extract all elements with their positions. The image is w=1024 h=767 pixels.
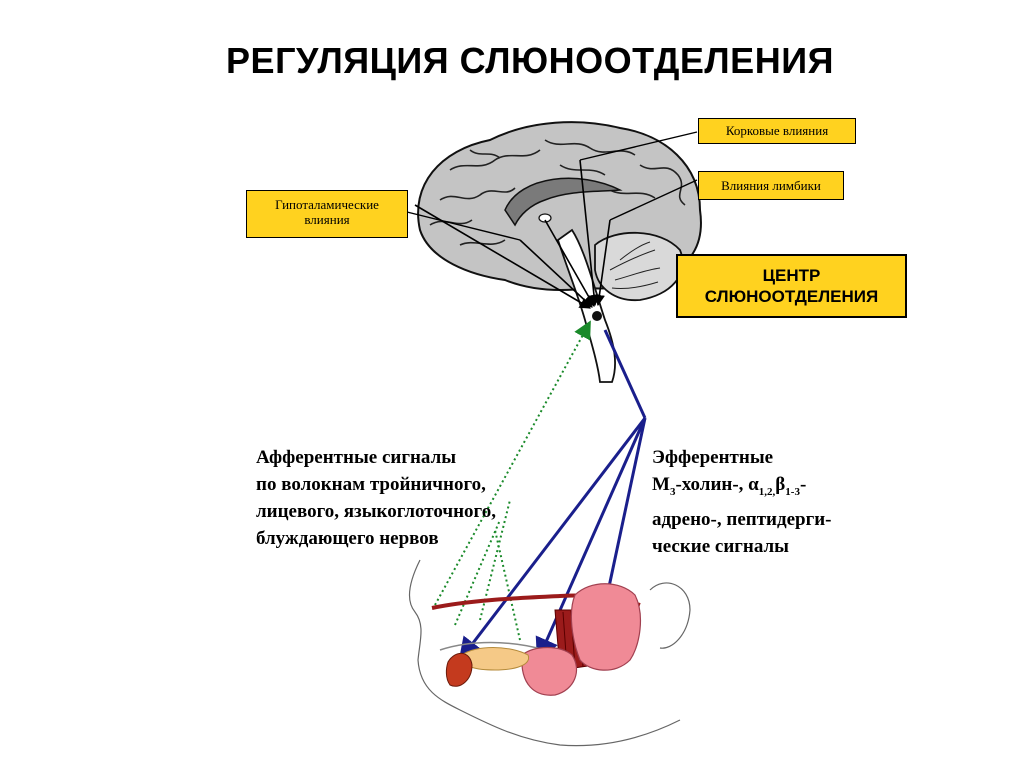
afferent-line-2: по волокнам тройничного, [256,471,496,498]
afferent-line-4: блуждающего нервов [256,525,496,552]
salivation-center-box: ЦЕНТР СЛЮНООТДЕЛЕНИЯ [676,254,907,318]
parotid-gland [571,584,640,670]
center-label-line1: ЦЕНТР [763,266,821,285]
efferent-line-4: ческие сигналы [652,533,832,560]
mandible-red-shape [446,653,472,686]
efferent-line-1: Эфферентные [652,444,832,471]
cortical-influences-label: Корковые влияния [726,123,828,138]
submandibular-gland [522,648,577,696]
afferent-text: Афферентные сигналы по волокнам тройничн… [256,444,496,552]
hypothalamic-label-line2: влияния [304,212,349,227]
efferent-line-3: адрено-, пептидерги- [652,506,832,533]
head-illustration [410,560,690,746]
limbic-influences-box: Влияния лимбики [698,171,844,200]
center-label-line2: СЛЮНООТДЕЛЕНИЯ [705,287,878,306]
limbic-influences-label: Влияния лимбики [721,178,821,193]
hypothalamic-label-line1: Гипоталамические [275,197,379,212]
efferent-text: Эфферентные М3-холин-, α1,2,β1-3- адрено… [652,444,832,560]
ear-outline [650,583,690,648]
afferent-line-3: лицевого, языкоглоточного, [256,498,496,525]
efferent-line-2: М3-холин-, α1,2,β1-3- [652,471,832,506]
cortical-influences-box: Корковые влияния [698,118,856,144]
cerebellum [595,233,683,300]
brain-illustration [418,122,701,382]
afferent-line-1: Афферентные сигналы [256,444,496,471]
salivary-center-dot [592,311,602,321]
hypothalamic-influences-box: Гипоталамические влияния [246,190,408,238]
